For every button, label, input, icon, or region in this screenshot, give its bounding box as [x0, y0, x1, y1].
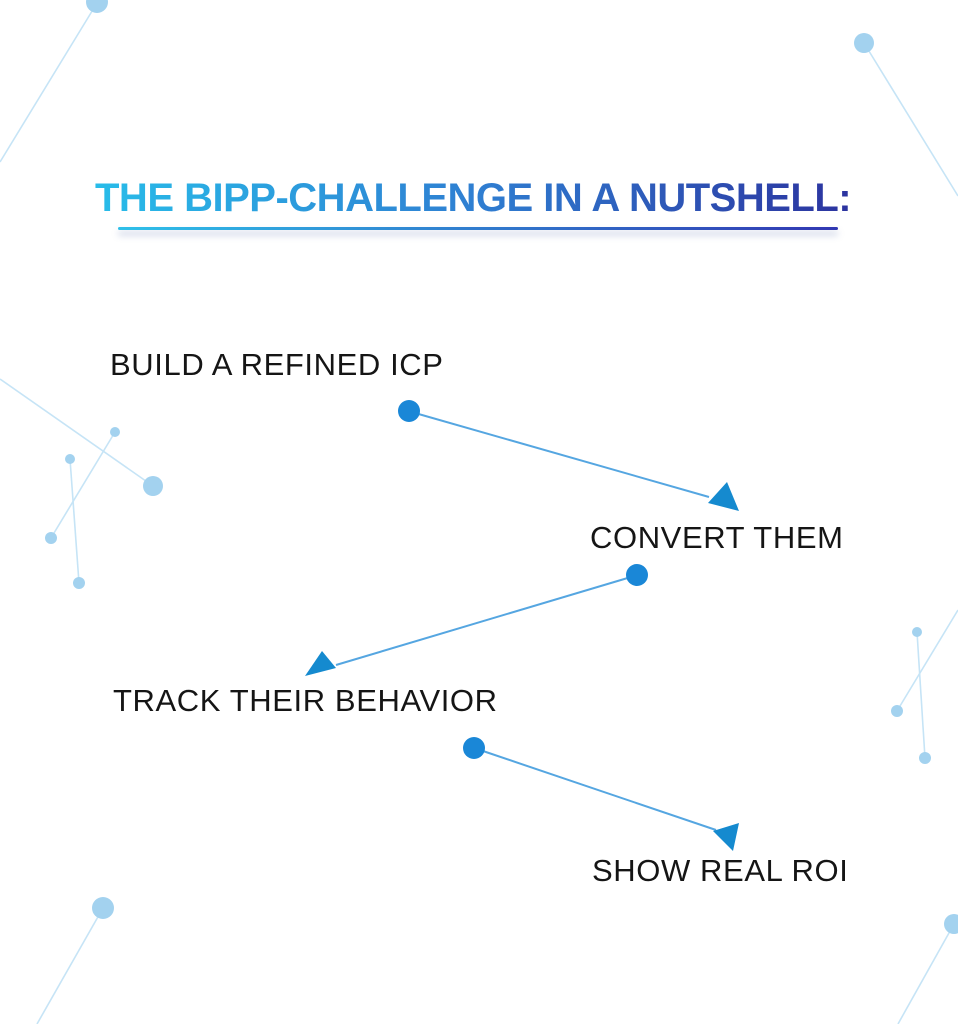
- step-label: TRACK THEIR BEHAVIOR: [113, 683, 498, 718]
- flow-arrowhead-icon: [708, 482, 739, 511]
- decor-line: [897, 923, 955, 1024]
- decor-line: [50, 431, 116, 539]
- decor-dot: [143, 476, 163, 496]
- step-label: CONVERT THEM: [590, 520, 844, 555]
- flow-dot: [463, 737, 485, 759]
- step-label: SHOW REAL ROI: [592, 853, 849, 888]
- decor-dot: [912, 627, 922, 637]
- flow-dot: [626, 564, 648, 586]
- decor-line: [36, 907, 104, 1024]
- decor-dot: [92, 897, 114, 919]
- decor-dot: [73, 577, 85, 589]
- flow-line: [414, 412, 710, 498]
- decor-dot: [45, 532, 57, 544]
- decor-dot: [891, 705, 903, 717]
- decor-line: [863, 42, 958, 197]
- decor-dot: [86, 0, 108, 13]
- decor-line: [896, 609, 958, 712]
- page-title: THE BIPP-CHALLENGE IN A NUTSHELL:: [95, 176, 852, 220]
- decor-dot: [65, 454, 75, 464]
- decor-line: [0, 2, 98, 163]
- flow-line: [335, 576, 632, 666]
- decor-dot: [110, 427, 120, 437]
- decor-dot: [944, 914, 958, 934]
- step-label: BUILD A REFINED ICP: [110, 347, 444, 382]
- flow-arrowhead-icon: [305, 651, 336, 676]
- flow-arrowhead-icon: [713, 823, 739, 851]
- decor-line: [69, 458, 80, 584]
- flow-line: [479, 749, 717, 831]
- flow-dot: [398, 400, 420, 422]
- decor-dot: [854, 33, 874, 53]
- decor-line: [916, 631, 926, 759]
- decor-line: [0, 378, 154, 487]
- title-underline: [118, 227, 838, 230]
- decor-dot: [919, 752, 931, 764]
